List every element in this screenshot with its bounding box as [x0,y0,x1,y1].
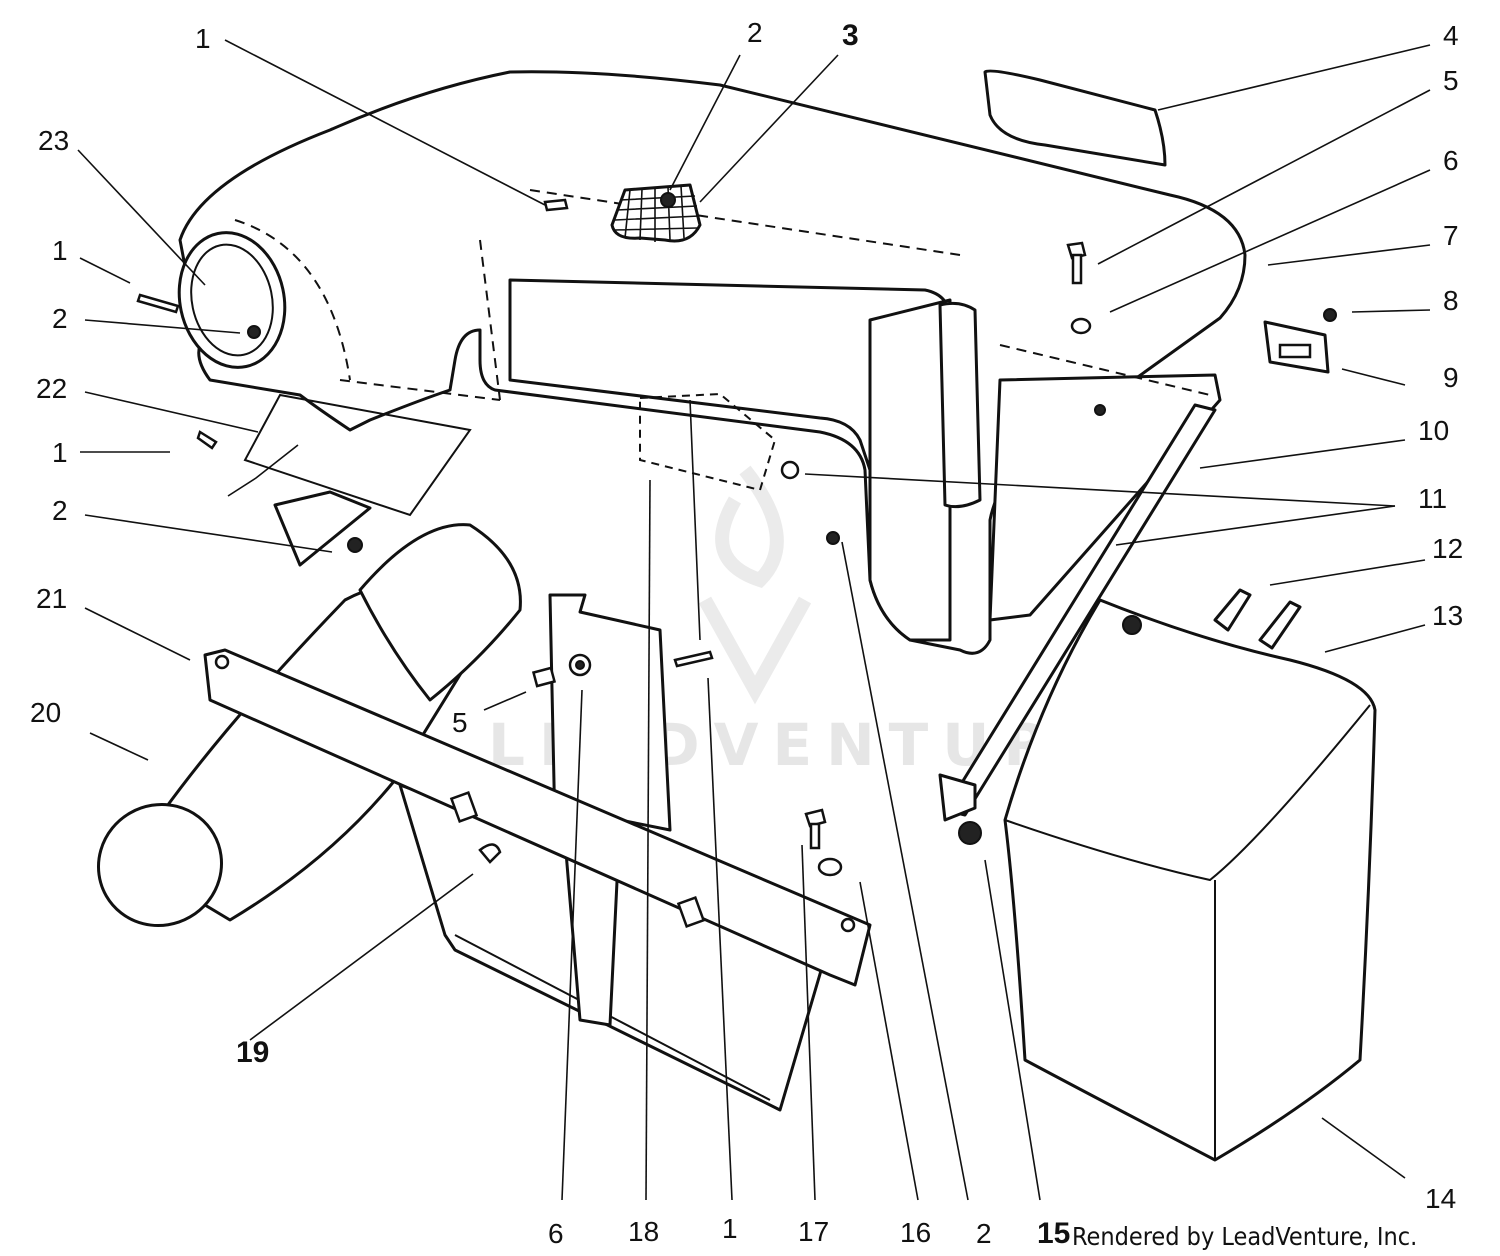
callout-7: 7 [1443,220,1459,251]
callout-3: 3 [842,19,859,52]
callout-4: 4 [1443,20,1459,51]
grille-screen [610,183,702,243]
hood-assembly [177,70,1247,655]
bag-frame-rod [1213,588,1252,632]
callout-13: 13 [1432,600,1463,631]
bag-fold [1004,704,1371,882]
callout-8: 8 [1443,285,1459,316]
callout-11: 11 [1418,483,1447,514]
callout-5: 5 [1443,65,1459,96]
callout-2b: 2 [52,303,68,334]
credit-text: Rendered by LeadVenture, Inc. [1072,1222,1417,1251]
callout-2: 2 [747,17,763,48]
callout-2c: 2 [52,495,68,526]
callout-19: 19 [236,1036,269,1069]
callout-1: 1 [195,23,211,54]
callout-14: 14 [1425,1183,1456,1214]
discharge-tube [96,523,522,928]
hidden-bracket [639,392,777,492]
callout-1c: 1 [52,437,68,468]
leader-lines [77,39,1431,1201]
callout-21: 21 [36,583,67,614]
mount-plate [273,490,372,567]
cross-bar [203,648,872,987]
callout-1d: 1 [722,1213,738,1244]
grass-bag [1003,598,1377,1162]
callout-20: 20 [30,697,61,728]
callout-16: 16 [900,1217,931,1248]
callout-15: 15 [1037,1217,1070,1250]
hood-rim [988,373,1222,622]
rear-bracket [938,773,977,822]
callout-6b: 6 [548,1218,564,1249]
callout-17: 17 [798,1216,829,1247]
callout-1b: 1 [52,235,68,266]
callout-22: 22 [36,373,67,404]
hood-rear-window [938,301,982,509]
callout-12: 12 [1432,533,1463,564]
latch-bracket [1263,308,1337,374]
callout-labels: 1 2 3 4 5 6 7 8 9 10 11 12 13 23 1 2 22 … [30,17,1463,1250]
chute-inner-ring [190,243,274,357]
hardware [136,192,1142,877]
callout-10: 10 [1418,415,1449,446]
decal-plate [983,69,1167,167]
callout-23: 23 [38,125,69,156]
callout-5b: 5 [452,707,468,738]
callout-18: 18 [628,1216,659,1247]
bag-frame-rod-2 [1258,600,1302,650]
callout-6: 6 [1443,145,1459,176]
callout-9: 9 [1443,362,1459,393]
callout-2d: 2 [976,1218,992,1249]
hood-right-leg [868,298,952,642]
side-rail [943,403,1217,817]
